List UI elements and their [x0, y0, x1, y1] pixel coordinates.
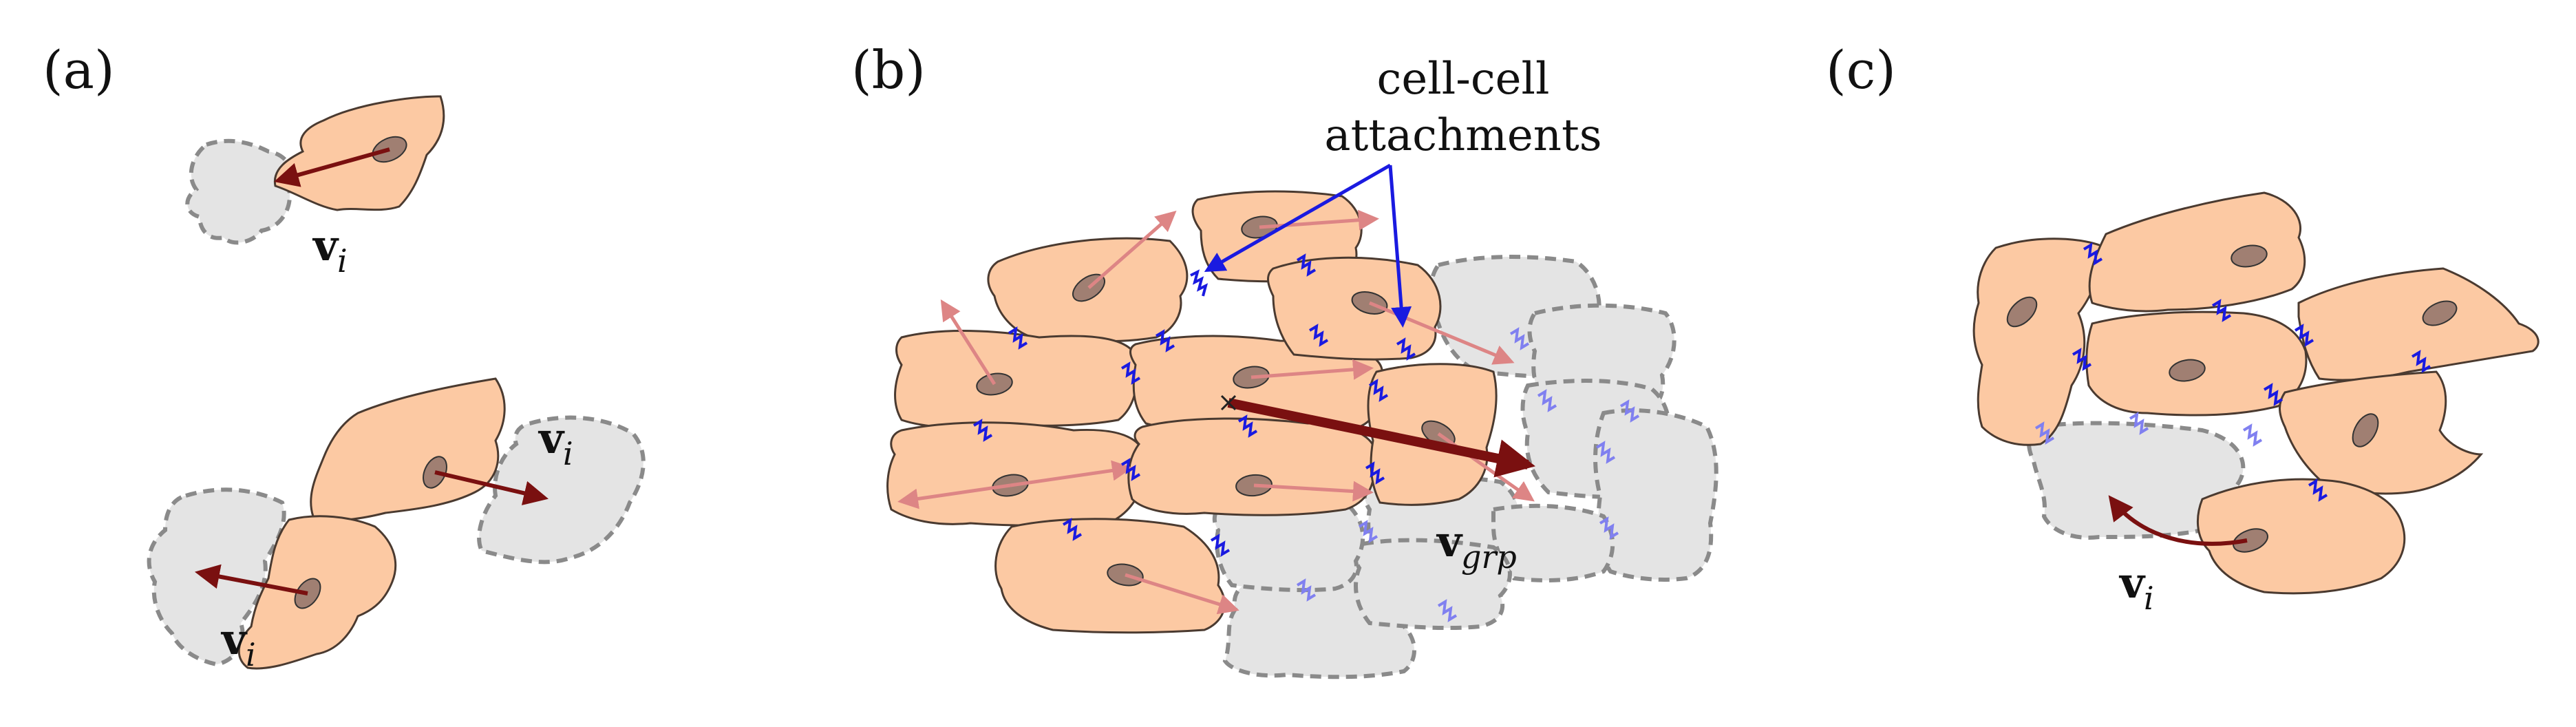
cell-cell-attachment — [1396, 337, 1416, 361]
cell-cell-attachment — [2072, 348, 2092, 371]
trail-attachment — [2242, 423, 2263, 447]
velocity-subscript: i — [563, 435, 573, 472]
cell-cell-attachment — [1308, 324, 1329, 347]
velocity-arrow — [1087, 211, 1177, 289]
group-velocity-arrow — [1227, 398, 1535, 478]
velocity-arrow — [274, 147, 390, 187]
trail-attachment — [2034, 421, 2055, 445]
panel-c: v i — [1972, 191, 2540, 617]
cell-cell-attachment — [1155, 329, 1175, 352]
cell-body — [1267, 256, 1442, 361]
group-centroid-marker — [1220, 394, 1237, 411]
attachments — [972, 253, 1416, 557]
group-velocity: v grp — [1220, 394, 1535, 576]
velocity-symbol: v — [220, 614, 248, 664]
annotation-pointer — [1204, 163, 1392, 272]
cell-body — [886, 421, 1145, 527]
velocity-arrow — [940, 299, 997, 386]
cell-body — [894, 330, 1138, 428]
velocity-arrow — [1125, 573, 1239, 615]
cell-body — [1972, 238, 2107, 446]
cell-cell-attachment — [2083, 242, 2103, 266]
trail-attachment — [1358, 520, 1379, 543]
cell-cell-attachment — [2294, 324, 2314, 347]
cluster-cells — [1972, 191, 2540, 595]
cell-pair: v i v i — [147, 377, 646, 673]
nucleus — [2233, 528, 2268, 553]
cell-cell-attachment — [1365, 461, 1385, 485]
group-velocity-subscript: grp — [1461, 538, 1517, 576]
cell-cell-attachment — [2263, 383, 2284, 406]
panel-label-a: (a) — [43, 39, 115, 101]
trail-attachment — [1599, 516, 1619, 540]
cluster-nuclei — [2006, 244, 2458, 553]
panel-label-c: (c) — [1826, 39, 1896, 101]
cell-trail — [1491, 503, 1615, 582]
annotation-pointer — [1388, 165, 1412, 328]
trail-attachment — [1595, 441, 1616, 464]
cell-body — [2279, 370, 2484, 495]
cell-cell-attachment — [2308, 478, 2328, 502]
cell-cell-attachment — [1062, 518, 1083, 541]
cell-cell-attachment — [972, 419, 993, 442]
cell-body — [273, 95, 445, 211]
group-velocity-symbol: v — [1436, 516, 1463, 567]
annotation-line-2: attachments — [1324, 110, 1601, 161]
cell-body — [2196, 478, 2406, 595]
trail-attachment — [2129, 412, 2149, 435]
nucleus — [2352, 413, 2379, 447]
cell-cell-attachment — [1237, 414, 1258, 438]
velocity-arrow — [1253, 481, 1374, 502]
cell-trail — [1353, 538, 1512, 631]
attachments-annotation: cell-cell attachments — [1204, 54, 1602, 328]
trail-attachment — [1537, 389, 1557, 412]
cell-cell-attachment — [1120, 458, 1141, 481]
velocity-subscript: i — [337, 242, 348, 280]
velocity-subscript: i — [246, 636, 256, 673]
cell-cell-attachment — [1210, 534, 1231, 557]
cell-cell-attachment — [2211, 299, 2232, 322]
velocity-subscript: i — [2144, 580, 2154, 617]
nucleus — [2422, 300, 2458, 326]
velocity-arrow — [194, 564, 308, 596]
cell-trail — [1593, 408, 1718, 582]
nucleus — [2006, 296, 2038, 328]
velocity-symbol: v — [2118, 558, 2146, 608]
nucleus — [2169, 359, 2206, 382]
trail-attachment — [1619, 399, 1640, 423]
cell-cell-attachment — [1296, 253, 1317, 277]
cell-cell-attachment — [1008, 326, 1028, 350]
velocity-arrow — [1259, 209, 1379, 231]
cell-trail — [2027, 421, 2246, 540]
faint-attachments — [1296, 327, 1640, 622]
cell-trail — [477, 415, 646, 565]
velocity-arrow — [434, 470, 549, 505]
cell-cell-attachment — [1190, 269, 1209, 297]
velocity-arrow — [1250, 359, 1374, 380]
trail-attachment — [1296, 578, 1317, 602]
annotation-line-1: cell-cell — [1377, 54, 1550, 105]
cell-body — [310, 377, 506, 521]
cluster-attachments — [2072, 242, 2431, 502]
trail-attachment — [1509, 327, 1530, 350]
nucleus — [2231, 244, 2268, 268]
cell-cell-attachment — [1120, 361, 1141, 385]
cell-body — [2297, 267, 2540, 381]
trail-attachment — [1437, 599, 1458, 622]
cluster-faint-attachments — [2034, 412, 2263, 447]
panel-a: v i v i v i — [147, 95, 646, 673]
cell-cell-attachment — [1368, 379, 1389, 402]
cell-trail — [185, 138, 294, 245]
velocity-arrow — [1010, 460, 1133, 487]
cell-cell-attachment — [2411, 350, 2431, 373]
panel-b: v grp cell-cell attachments — [886, 54, 1718, 679]
velocity-arrow — [897, 483, 1011, 509]
velocity-symbol: v — [312, 220, 339, 271]
velocity-symbol: v — [537, 413, 565, 463]
velocity-arrow — [2108, 495, 2248, 546]
single-cell: v i — [185, 95, 445, 280]
panel-label-b: (b) — [851, 39, 926, 101]
cell-body — [2088, 191, 2306, 313]
